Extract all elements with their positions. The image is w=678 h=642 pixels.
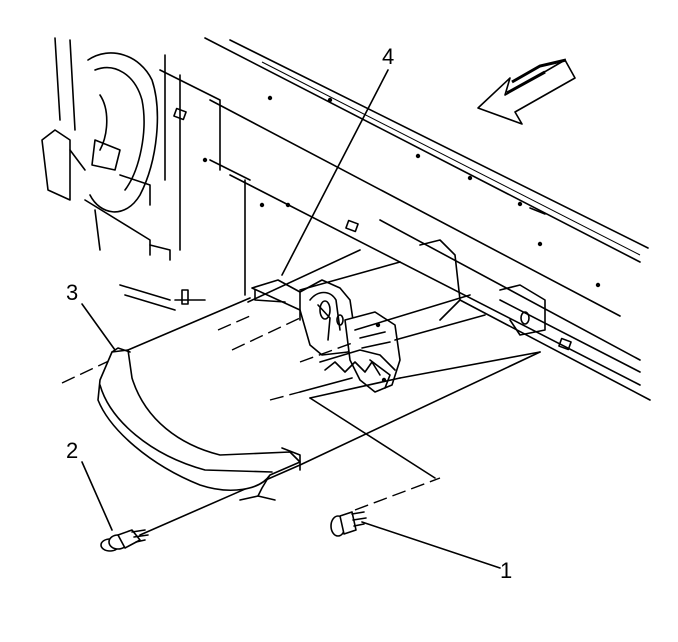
callout-3: 3 bbox=[66, 280, 78, 305]
callout-4: 4 bbox=[382, 44, 394, 69]
deflector-shield bbox=[97, 347, 301, 501]
vehicle-frame bbox=[41, 37, 651, 401]
callout-1: 1 bbox=[500, 558, 512, 583]
bolt-fastener bbox=[330, 511, 367, 537]
alignment-lines bbox=[61, 249, 541, 536]
direction-arrow-icon bbox=[477, 58, 576, 125]
callout-2: 2 bbox=[66, 438, 78, 463]
push-pin-fastener bbox=[100, 529, 149, 552]
latch-assembly bbox=[251, 279, 401, 393]
callout-leaders bbox=[81, 69, 501, 569]
